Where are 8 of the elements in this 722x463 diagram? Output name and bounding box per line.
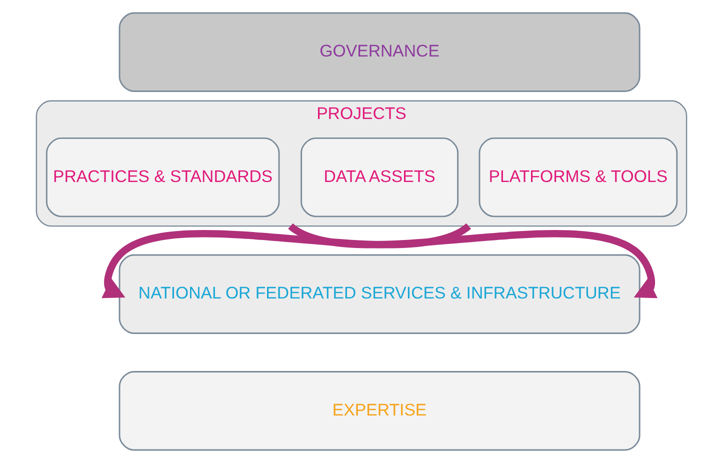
node-box: EXPERTISE bbox=[118, 371, 640, 451]
arrow bbox=[288, 222, 658, 298]
node-box: PRACTICES & STANDARDS bbox=[45, 137, 280, 218]
arrow bbox=[101, 222, 470, 298]
node-box: DATA ASSETS bbox=[300, 137, 458, 218]
node-box: NATIONAL OR FEDERATED SERVICES & INFRASTRUCTURE bbox=[118, 254, 640, 334]
node-box: PLATFORMS & TOOLS bbox=[478, 137, 678, 218]
node-box: GOVERNANCE bbox=[118, 12, 640, 92]
